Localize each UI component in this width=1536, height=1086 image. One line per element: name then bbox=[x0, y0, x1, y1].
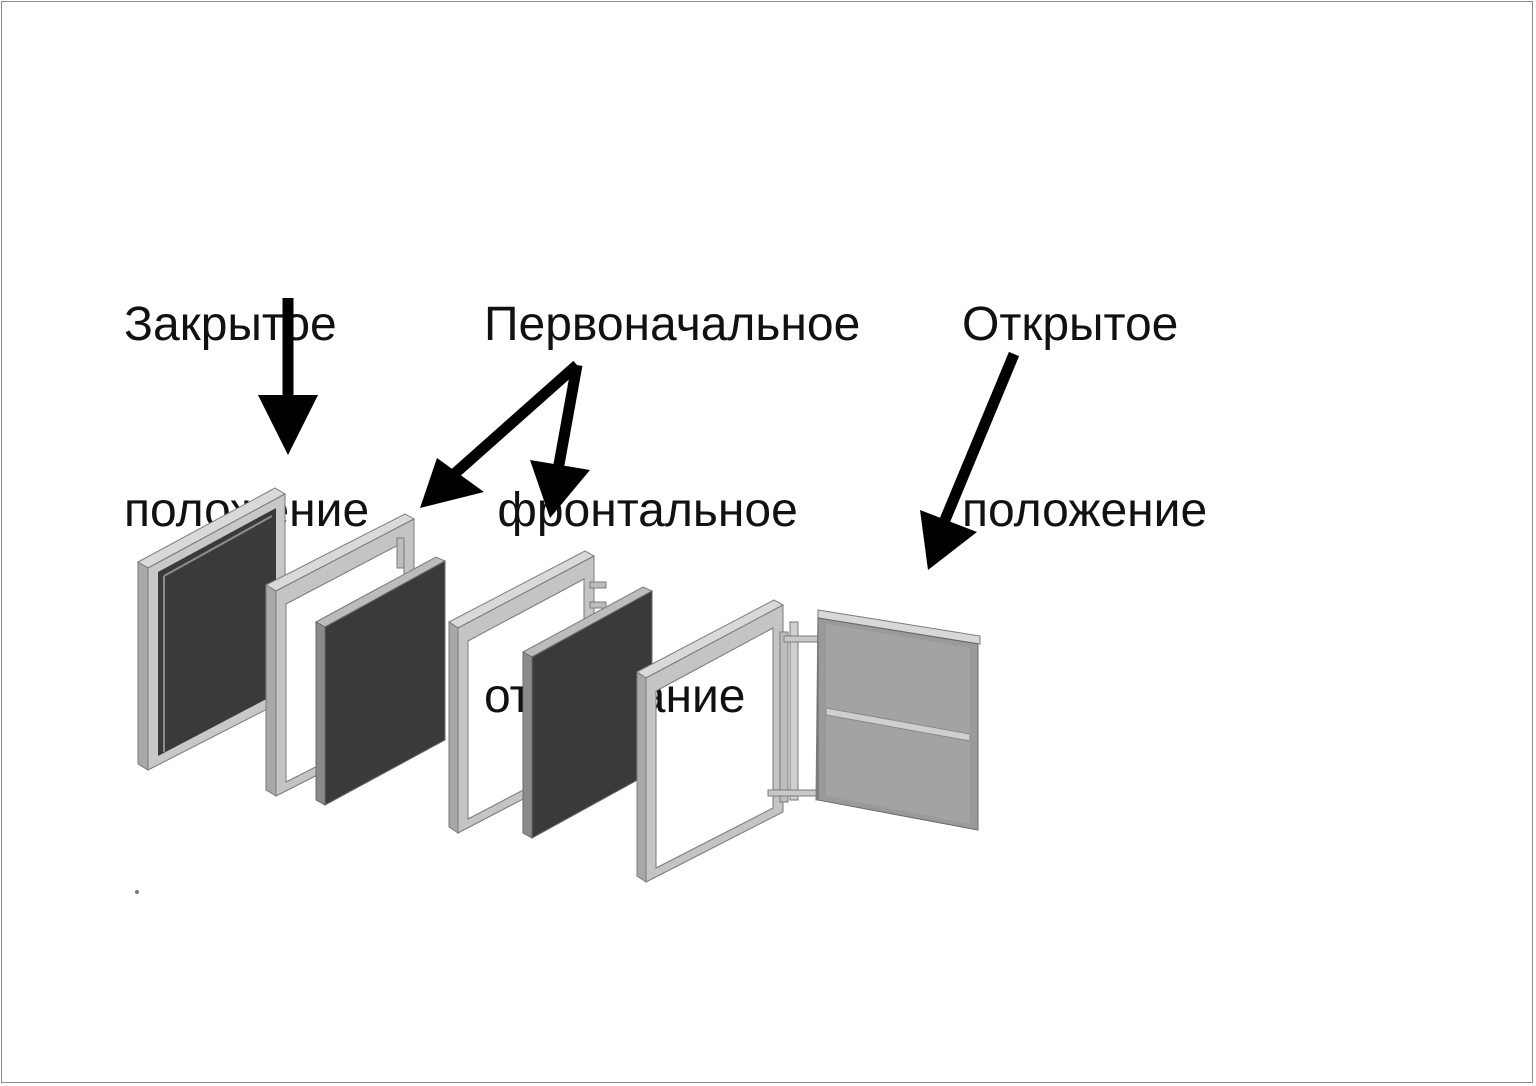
door-initial-1 bbox=[264, 513, 447, 806]
frame-initial-2 bbox=[448, 550, 607, 834]
panel-open bbox=[815, 609, 981, 831]
arrows bbox=[258, 298, 1020, 570]
frame-open bbox=[636, 599, 785, 883]
panel-initial-2 bbox=[521, 586, 654, 839]
label-open-line-1: Открытое bbox=[962, 298, 1179, 351]
door-open bbox=[636, 599, 981, 883]
label-initial-line-1: Первоначальное bbox=[484, 298, 861, 351]
panel-initial-1 bbox=[314, 556, 447, 806]
label-open-position: Открытое положение bbox=[962, 170, 1207, 604]
arrow-open-icon bbox=[920, 351, 1020, 570]
arrow-closed-icon bbox=[258, 298, 318, 455]
frame-initial-1 bbox=[264, 513, 416, 797]
door-closed bbox=[136, 487, 287, 771]
speck-mark bbox=[135, 890, 139, 894]
arrow-initial-left-icon bbox=[420, 360, 581, 508]
label-closed-line-1: Закрытое bbox=[124, 298, 337, 351]
arrow-initial-right-icon bbox=[530, 364, 590, 518]
label-open-line-2: положение bbox=[962, 484, 1208, 537]
door-initial-2 bbox=[448, 550, 654, 839]
hinge-arms bbox=[767, 621, 825, 803]
